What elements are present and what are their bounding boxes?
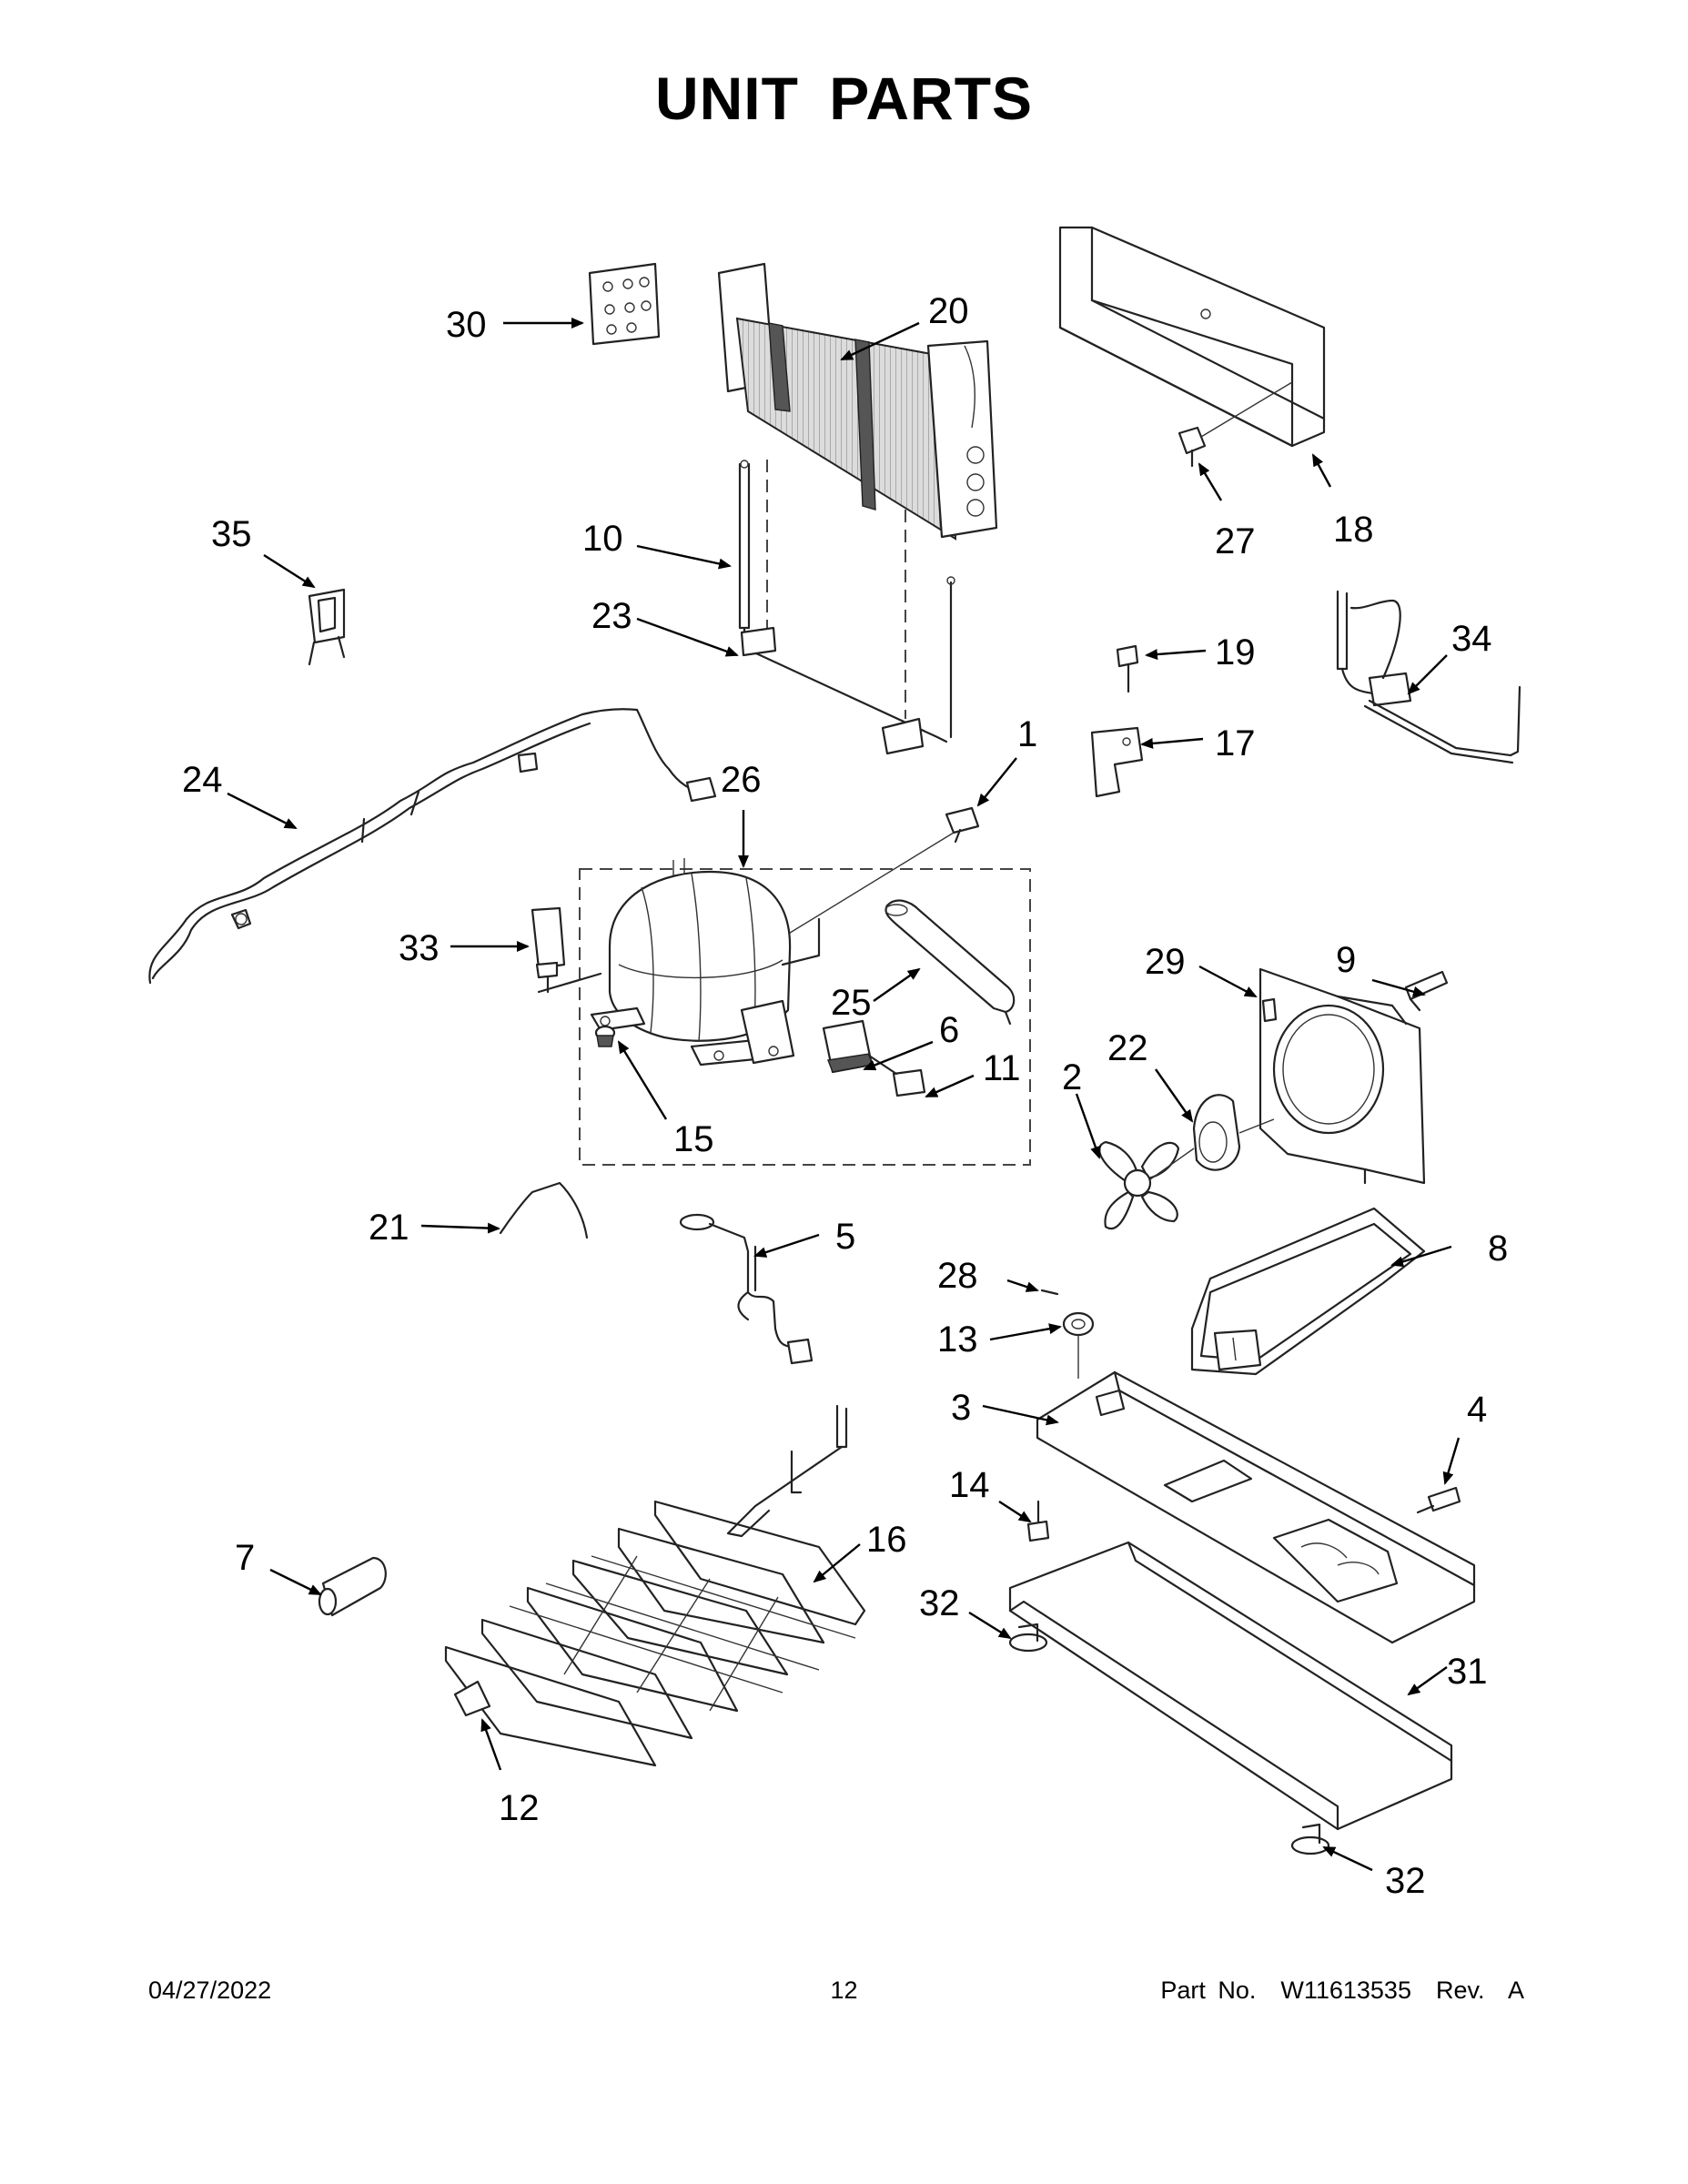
part-26-compressor xyxy=(590,858,821,1067)
callout-8: 8 xyxy=(1488,1228,1508,1269)
callout-33: 33 xyxy=(399,928,440,968)
callout-12: 12 xyxy=(499,1788,540,1828)
callout-11: 11 xyxy=(983,1048,1021,1088)
part-21-clip xyxy=(499,1181,589,1239)
callout-5: 5 xyxy=(835,1217,855,1257)
callout-32: 32 xyxy=(1385,1861,1426,1901)
callout-17: 17 xyxy=(1215,723,1256,763)
part-28-pin xyxy=(1040,1289,1059,1296)
part-2-fan-blade xyxy=(1098,1140,1195,1230)
callout-4: 4 xyxy=(1467,1390,1487,1430)
callout-1: 1 xyxy=(1017,714,1037,754)
callout-23: 23 xyxy=(591,596,632,636)
part-19-screw xyxy=(1116,644,1139,693)
callout-28: 28 xyxy=(937,1256,978,1296)
part-10-23-support xyxy=(738,460,955,755)
part-14-screw xyxy=(1026,1500,1050,1542)
part-31-cover-sheet xyxy=(1008,1541,1453,1831)
footer-part-number: Part No. W11613535 Rev. A xyxy=(1160,1977,1524,2004)
callout-29: 29 xyxy=(1145,942,1186,982)
part-15-grommet xyxy=(594,1025,616,1047)
part-1-fitting xyxy=(782,806,980,938)
footer-page-number: 12 xyxy=(830,1977,858,2004)
part-5-tube xyxy=(679,1213,814,1365)
part-6-relay xyxy=(822,1019,874,1074)
callout-18: 18 xyxy=(1333,510,1374,550)
part-30-board xyxy=(588,262,661,346)
part-29-shroud xyxy=(1258,967,1426,1185)
callout-34: 34 xyxy=(1451,619,1492,659)
part-34-tube xyxy=(1336,590,1521,764)
part-22-motor xyxy=(1192,1094,1275,1171)
page-title: UNIT PARTS xyxy=(654,65,1034,132)
callout-7: 7 xyxy=(235,1538,255,1578)
part-18-cover xyxy=(1058,226,1326,448)
part-4-screw xyxy=(1416,1486,1461,1514)
callout-27: 27 xyxy=(1215,521,1256,561)
part-17-bracket xyxy=(1090,726,1144,798)
callout-30: 30 xyxy=(446,305,487,345)
callout-14: 14 xyxy=(949,1465,990,1505)
callout-2: 2 xyxy=(1062,1057,1082,1097)
callout-labels: 30 20 18 27 35 10 23 19 34 17 24 26 1 33… xyxy=(182,291,1508,1901)
part-27-screw xyxy=(1178,381,1293,468)
callout-15: 15 xyxy=(673,1119,714,1159)
callout-25: 25 xyxy=(831,983,872,1023)
part-32-foot xyxy=(1008,1623,1048,1653)
footer-date: 04/27/2022 xyxy=(148,1977,272,2004)
callout-10: 10 xyxy=(582,519,623,559)
part-11-cap xyxy=(867,1054,926,1097)
callout-6: 6 xyxy=(939,1010,959,1050)
part-13-grommet xyxy=(1062,1311,1095,1379)
callout-3: 3 xyxy=(951,1388,971,1428)
part-32-foot xyxy=(1290,1823,1330,1855)
part-3-base-plate xyxy=(1036,1370,1476,1644)
part-25-drier xyxy=(884,899,1016,1026)
part-8-drain-pan xyxy=(1190,1207,1426,1376)
part-12-clip xyxy=(453,1680,491,1717)
compressor-assembly-box xyxy=(579,868,1031,1166)
part-7-tube xyxy=(318,1556,387,1617)
leader-lines xyxy=(227,318,1461,1872)
callout-31: 31 xyxy=(1447,1652,1488,1692)
callout-26: 26 xyxy=(721,760,762,800)
callout-22: 22 xyxy=(1107,1028,1148,1068)
callout-9: 9 xyxy=(1336,940,1356,980)
callout-24: 24 xyxy=(182,760,223,800)
callout-19: 19 xyxy=(1215,632,1256,672)
part-35-clip xyxy=(308,588,346,666)
callout-20: 20 xyxy=(928,291,969,331)
callout-21: 21 xyxy=(369,1208,409,1248)
part-33-overload xyxy=(531,906,602,994)
part-16-evaporator xyxy=(444,1404,866,1767)
part-20-condenser xyxy=(717,262,998,541)
callout-35: 35 xyxy=(211,514,252,554)
callout-16: 16 xyxy=(866,1520,907,1560)
callout-32: 32 xyxy=(919,1583,960,1623)
part-24-harness xyxy=(148,708,717,985)
callout-13: 13 xyxy=(937,1320,978,1360)
